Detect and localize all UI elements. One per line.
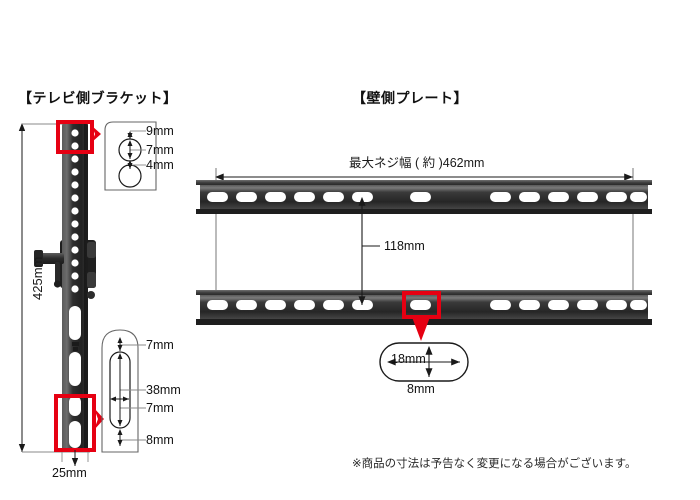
upper-rail: [196, 180, 652, 214]
detail-label-4mm: 4mm: [146, 158, 174, 172]
pivot-boss-lower: [87, 272, 96, 288]
rail-slot: [265, 192, 286, 202]
bracket-hole: [71, 259, 79, 267]
top-detail-frame: [104, 121, 157, 191]
wall-slot-callout-highlight: [402, 291, 441, 341]
rail-slot: [207, 300, 228, 310]
rail-slot: [323, 300, 344, 310]
bracket-hole: [71, 155, 79, 163]
rail-slot: [490, 192, 511, 202]
rail-slot: [548, 192, 569, 202]
rail-slot: [265, 300, 286, 310]
bracket-hole: [71, 142, 79, 150]
pivot-knob-head: [34, 250, 43, 267]
top-callout-box: [56, 120, 94, 154]
max-screw-width-label: 最大ネジ幅 ( 約 )462mm: [349, 156, 485, 170]
rail-slot: [236, 192, 257, 202]
rail-slot: [630, 300, 647, 310]
bracket-hole: [71, 285, 79, 293]
bracket-left-highlight: [62, 124, 66, 452]
detail-label-slot-width: 7mm: [146, 401, 174, 415]
bottom-detail-frame: [101, 329, 139, 453]
detail-label-slot-bottom-gap: 8mm: [146, 433, 174, 447]
bracket-hole: [71, 181, 79, 189]
upper-rail-top-flange: [196, 180, 652, 185]
disclaimer-note: ※商品の寸法は予告なく変更になる場合がございます。: [352, 458, 637, 470]
wall-slot-detail: [379, 342, 469, 382]
bracket-slot: [69, 396, 81, 416]
bracket-hole: [71, 272, 79, 280]
rail-slot: [519, 300, 540, 310]
wall-plate-drawing: [196, 168, 652, 382]
top-callout-highlight: [56, 120, 101, 154]
bracket-width-dimension: [61, 450, 89, 466]
rail-slot: [630, 192, 647, 202]
rail-slot-center: [410, 300, 431, 310]
rail-slot: [548, 300, 569, 310]
rail-slot: [207, 192, 228, 202]
bracket-hole: [71, 129, 79, 137]
rail-slot: [323, 192, 344, 202]
rail-slot: [519, 192, 540, 202]
bracket-slot: [69, 306, 81, 340]
upper-rail-slots: [207, 192, 647, 202]
wall-plate-title: 【壁側プレート】: [352, 90, 468, 106]
bracket-lower-slots: [69, 306, 81, 448]
bracket-slot: [69, 421, 81, 448]
bracket-right-shadow: [84, 124, 88, 452]
bracket-slot-marks: [72, 342, 79, 351]
bottom-callout-pointer: [94, 408, 104, 430]
detail-label-slot-top-gap: 7mm: [146, 338, 174, 352]
top-detail-callout-panel: [104, 121, 157, 191]
pivot-bolt: [87, 291, 95, 299]
detail-label-7mm: 7mm: [146, 143, 174, 157]
bracket-slot: [69, 352, 81, 386]
rail-slot: [236, 300, 257, 310]
rail-slot-center: [410, 192, 431, 202]
bracket-height-label: 425mm: [30, 256, 45, 300]
rail-slot: [294, 192, 315, 202]
slot-detail-height-label: 8mm: [407, 382, 435, 396]
wall-slot-callout-pointer: [412, 317, 430, 341]
rail-slot: [606, 300, 627, 310]
detail-label-slot-length: 38mm: [146, 383, 181, 397]
slot-detail-width-label: 18mm: [391, 352, 426, 366]
pivot-nut: [53, 280, 62, 288]
rail-slot: [294, 300, 315, 310]
rail-gap-dimension: [358, 196, 380, 305]
bracket-hole: [71, 207, 79, 215]
rail-slot: [577, 300, 598, 310]
pivot-shaft: [55, 262, 60, 284]
bracket-width-label: 25mm: [52, 466, 87, 480]
rail-slot: [577, 192, 598, 202]
slot-center-mark: [73, 347, 78, 351]
pivot-boss-upper: [87, 242, 96, 258]
tv-bracket-title: 【テレビ側ブラケット】: [18, 90, 178, 106]
bracket-hole: [71, 220, 79, 228]
bracket-pivot-assembly: [34, 242, 96, 299]
lower-rail-slots: [207, 300, 647, 310]
tv-bracket-drawing: [18, 120, 157, 466]
bracket-round-holes: [71, 129, 79, 293]
bracket-hole: [71, 233, 79, 241]
detail-label-9mm: 9mm: [146, 124, 174, 138]
top-callout-pointer: [92, 126, 101, 142]
rail-slot: [606, 192, 627, 202]
rail-gap-label: 118mm: [384, 239, 425, 253]
bracket-hole: [71, 168, 79, 176]
bracket-hole: [71, 246, 79, 254]
bracket-hole: [71, 194, 79, 202]
upper-rail-bottom-flange: [196, 209, 652, 214]
slot-center-mark: [72, 342, 79, 346]
pivot-arm: [38, 253, 64, 264]
bottom-detail-callout-panel: [101, 329, 146, 453]
rail-slot: [490, 300, 511, 310]
